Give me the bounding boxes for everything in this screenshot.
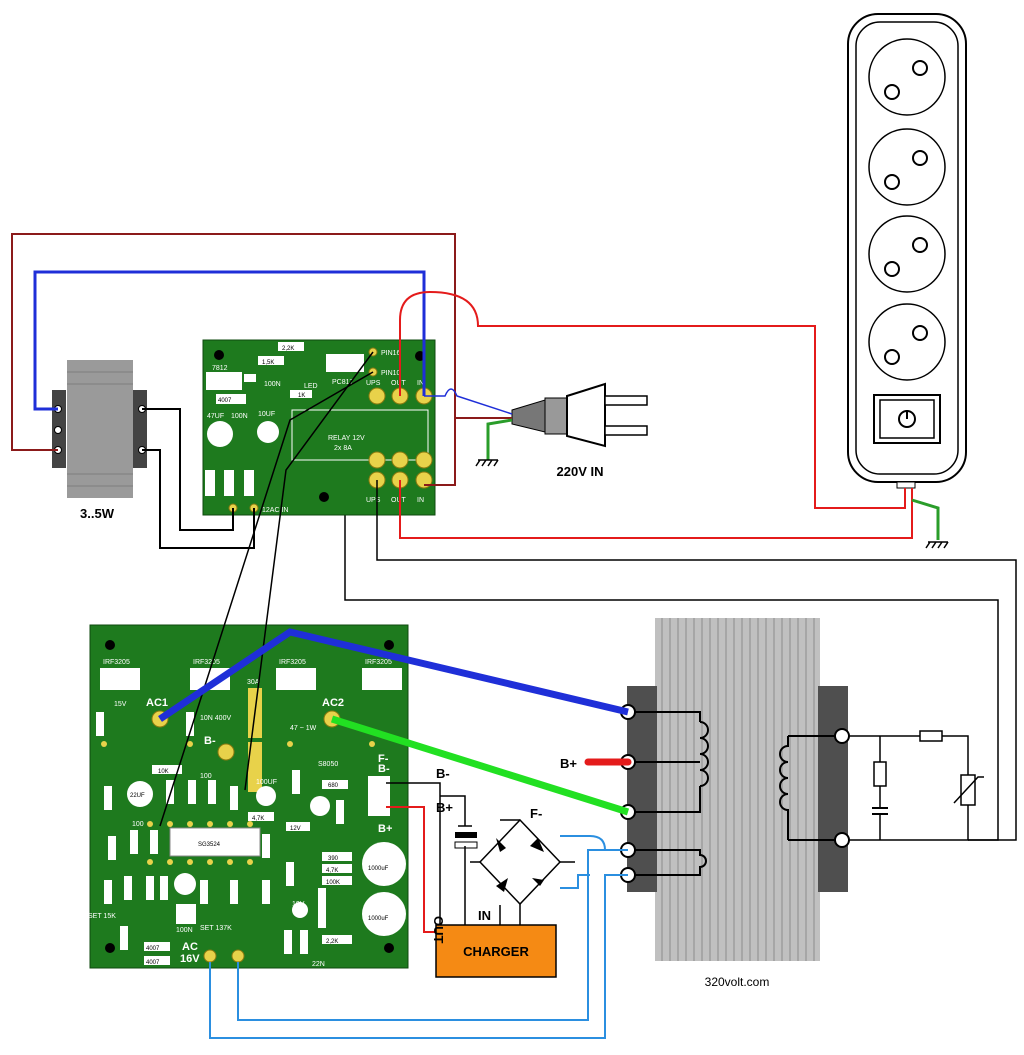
- charger-box: [435, 924, 557, 978]
- relay-board: 7812 4007 2,2K 1,5K 1K 100N LED PC817 47…: [202, 339, 436, 516]
- charger-in-label: IN: [478, 908, 491, 923]
- zener-label: 15V: [114, 701, 127, 708]
- res100n-label: 100: [200, 773, 212, 780]
- relay-in-bottom-label: IN: [417, 497, 424, 504]
- relay-coil-label: RELAY 12V: [328, 435, 365, 442]
- wires: [11, 233, 1017, 1039]
- mosfet-label-1: IRF3205: [103, 659, 130, 666]
- res100k-label: 100K: [326, 880, 340, 886]
- r100-label: 100: [132, 821, 144, 828]
- relay-cap100n-label: 100N: [264, 381, 281, 388]
- relay-optocoupler-label: PC817: [332, 379, 354, 386]
- res390-label: 390: [328, 856, 339, 862]
- relay-out-top-label: OUT: [391, 380, 407, 387]
- small-transformer-caption: 3..5W: [80, 506, 115, 521]
- res22k-label: 2,2K: [326, 939, 338, 945]
- res10k-label: 10K: [158, 769, 169, 775]
- cap22-label: 22UF: [130, 793, 145, 799]
- res47k-label: 4,7K: [252, 816, 264, 822]
- relay-pin16-label: PIN16: [381, 350, 401, 357]
- small-transformer-icon: [52, 360, 147, 498]
- power-strip-icon: [847, 13, 967, 489]
- charger-out-label: OUT: [431, 916, 446, 944]
- ic-label: SG3524: [198, 842, 221, 848]
- relay-ups-top-label: UPS: [366, 380, 381, 387]
- relay-diode-label: 4007: [218, 398, 232, 404]
- relay-ups-bottom-label: UPS: [366, 497, 381, 504]
- inverter-board: IRF3205 IRF3205 IRF3205 IRF3205 15V AC1 …: [88, 624, 409, 969]
- relay-out-bottom-label: OUT: [391, 497, 407, 504]
- set15k-label: SET 15K: [88, 913, 116, 920]
- bminus2-label: B-: [378, 763, 390, 775]
- ground-symbol-icon: [475, 459, 949, 549]
- mains-plug-icon: [511, 382, 648, 448]
- mosfet-label-3: IRF3205: [279, 659, 306, 666]
- ac1-label: AC1: [146, 697, 168, 709]
- relay-cap100n-2: 100N: [231, 413, 248, 420]
- res47-label: 47 ~ 1W: [290, 725, 317, 732]
- res680-label: 680: [328, 783, 339, 789]
- bminus-label: B-: [204, 735, 216, 747]
- credit-caption: 320volt.com: [705, 975, 770, 989]
- bridge-rectifier-icon: [496, 838, 544, 892]
- main-transformer-icon: [620, 618, 850, 961]
- fminus-label: F-: [378, 753, 389, 765]
- mosfet-label-4: IRF3205: [365, 659, 392, 666]
- relay-ac12-label: 12AC IN: [262, 507, 288, 514]
- ac2-label: AC2: [322, 697, 344, 709]
- fuse-label: 30A: [247, 679, 260, 686]
- z12v-label: 12V: [290, 826, 301, 832]
- relay-pin10-label: PIN10: [381, 370, 401, 377]
- charger-label: CHARGER: [463, 944, 529, 959]
- relay-cap47-label: 47UF: [207, 413, 224, 420]
- bplus-charger-label: B+: [436, 800, 453, 815]
- cap1000-label-2: 1000uF: [368, 916, 389, 922]
- bplus-board-label: B+: [378, 823, 392, 835]
- relay-res1k-label: 1K: [298, 393, 305, 399]
- ac16-label: AC: [182, 941, 198, 953]
- d4007-2-label: 4007: [146, 960, 160, 966]
- d4007-1-label: 4007: [146, 946, 160, 952]
- relay-regulator-label: 7812: [212, 365, 228, 372]
- fminus-label-caption: F-: [530, 806, 542, 821]
- charger-capacitor-icon: [454, 832, 478, 849]
- bplus-transformer-label: B+: [560, 756, 577, 771]
- relay-cap10-label: 10UF: [258, 411, 275, 418]
- relay-in-top-label: IN: [417, 380, 424, 387]
- relay-led-label: LED: [304, 383, 318, 390]
- relay-res15k-label: 1,5K: [262, 360, 274, 366]
- transistor-label: S8050: [318, 761, 338, 768]
- power-switch-icon: [873, 394, 941, 444]
- cap-100n-inv: 100N: [176, 927, 193, 934]
- res47k-2-label: 4,7K: [326, 868, 338, 874]
- ac16b-label: 16V: [180, 953, 200, 965]
- cap1000-label-1: 1000uF: [368, 866, 389, 872]
- cap100uf-label: 100UF: [256, 779, 277, 786]
- set137k-label: SET 137K: [200, 925, 232, 932]
- mosfet-label-2: IRF3205: [193, 659, 220, 666]
- mains-input-caption: 220V IN: [557, 464, 604, 479]
- relay-res22k-label: 2,2K: [282, 346, 294, 352]
- cap400v-label: 10N 400V: [200, 715, 231, 722]
- relay-rating-label: 2x 8A: [334, 445, 352, 452]
- bminus-charger-label: B-: [436, 766, 450, 781]
- cap22n-label: 22N: [312, 961, 325, 968]
